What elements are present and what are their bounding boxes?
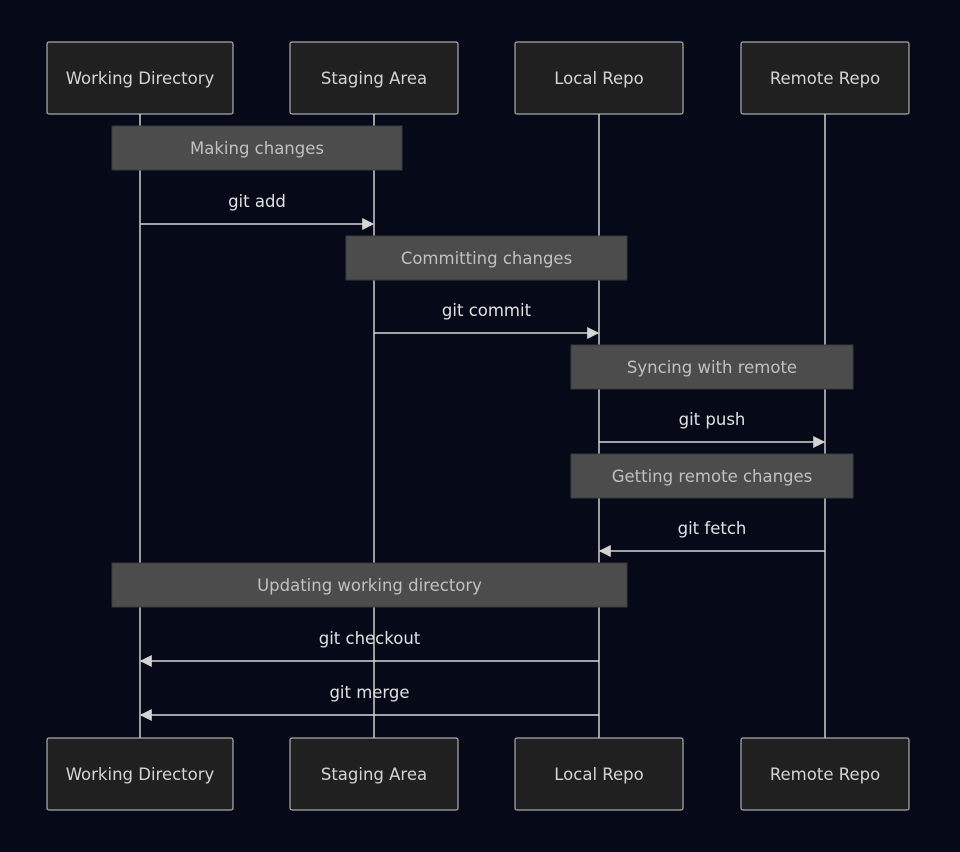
actor-label: Staging Area bbox=[321, 765, 427, 784]
message-label: git merge bbox=[329, 683, 409, 702]
message: git push bbox=[599, 410, 826, 448]
actor-box bbox=[46, 737, 234, 811]
message-label: git push bbox=[679, 410, 746, 429]
actor-wd-bottom: Working Directory bbox=[46, 737, 234, 811]
note-label: Committing changes bbox=[401, 249, 572, 268]
message-label: git add bbox=[228, 192, 286, 211]
actor-lr-bottom: Local Repo bbox=[514, 737, 684, 811]
actor-box bbox=[740, 737, 910, 811]
message-label: git commit bbox=[442, 301, 532, 320]
actor-box bbox=[740, 41, 910, 115]
note-label: Syncing with remote bbox=[627, 358, 797, 377]
note-box bbox=[345, 235, 628, 281]
actor-box bbox=[289, 737, 459, 811]
actor-sa-top: Staging Area bbox=[289, 41, 459, 115]
note-label: Getting remote changes bbox=[612, 467, 813, 486]
actor-wd-top: Working Directory bbox=[46, 41, 234, 115]
note: Committing changes bbox=[345, 235, 628, 281]
actor-label: Working Directory bbox=[66, 69, 215, 88]
actor-box bbox=[289, 41, 459, 115]
actor-label: Local Repo bbox=[554, 765, 643, 784]
actors-top: Working Directory Staging Area Local Repo R… bbox=[46, 41, 910, 115]
actor-box bbox=[46, 41, 234, 115]
message: git checkout bbox=[139, 629, 599, 667]
message-label: git fetch bbox=[678, 519, 747, 538]
actor-label: Working Directory bbox=[66, 765, 215, 784]
note: Getting remote changes bbox=[570, 453, 854, 499]
note: Making changes bbox=[111, 125, 403, 171]
note: Syncing with remote bbox=[570, 344, 854, 390]
messages: git add git commit git push git fetch git ch… bbox=[139, 192, 826, 721]
note-label: Making changes bbox=[190, 139, 324, 158]
actor-label: Remote Repo bbox=[770, 69, 880, 88]
note-box bbox=[570, 453, 854, 499]
actor-sa-bottom: Staging Area bbox=[289, 737, 459, 811]
note: Updating working directory bbox=[111, 562, 628, 608]
note-box bbox=[570, 344, 854, 390]
message: git fetch bbox=[598, 519, 825, 557]
actor-box bbox=[514, 41, 684, 115]
message: git commit bbox=[374, 301, 600, 339]
actor-box bbox=[514, 737, 684, 811]
message: git merge bbox=[139, 683, 599, 721]
actor-label: Staging Area bbox=[321, 69, 427, 88]
note-box bbox=[111, 125, 403, 171]
message-label: git checkout bbox=[319, 629, 421, 648]
actor-label: Local Repo bbox=[554, 69, 643, 88]
note-box bbox=[111, 562, 628, 608]
actor-rr-top: Remote Repo bbox=[740, 41, 910, 115]
message: git add bbox=[140, 192, 375, 230]
note-label: Updating working directory bbox=[257, 576, 482, 595]
actor-label: Remote Repo bbox=[770, 765, 880, 784]
actor-rr-bottom: Remote Repo bbox=[740, 737, 910, 811]
actors-bottom: Working Directory Staging Area Local Repo R… bbox=[46, 737, 910, 811]
actor-lr-top: Local Repo bbox=[514, 41, 684, 115]
